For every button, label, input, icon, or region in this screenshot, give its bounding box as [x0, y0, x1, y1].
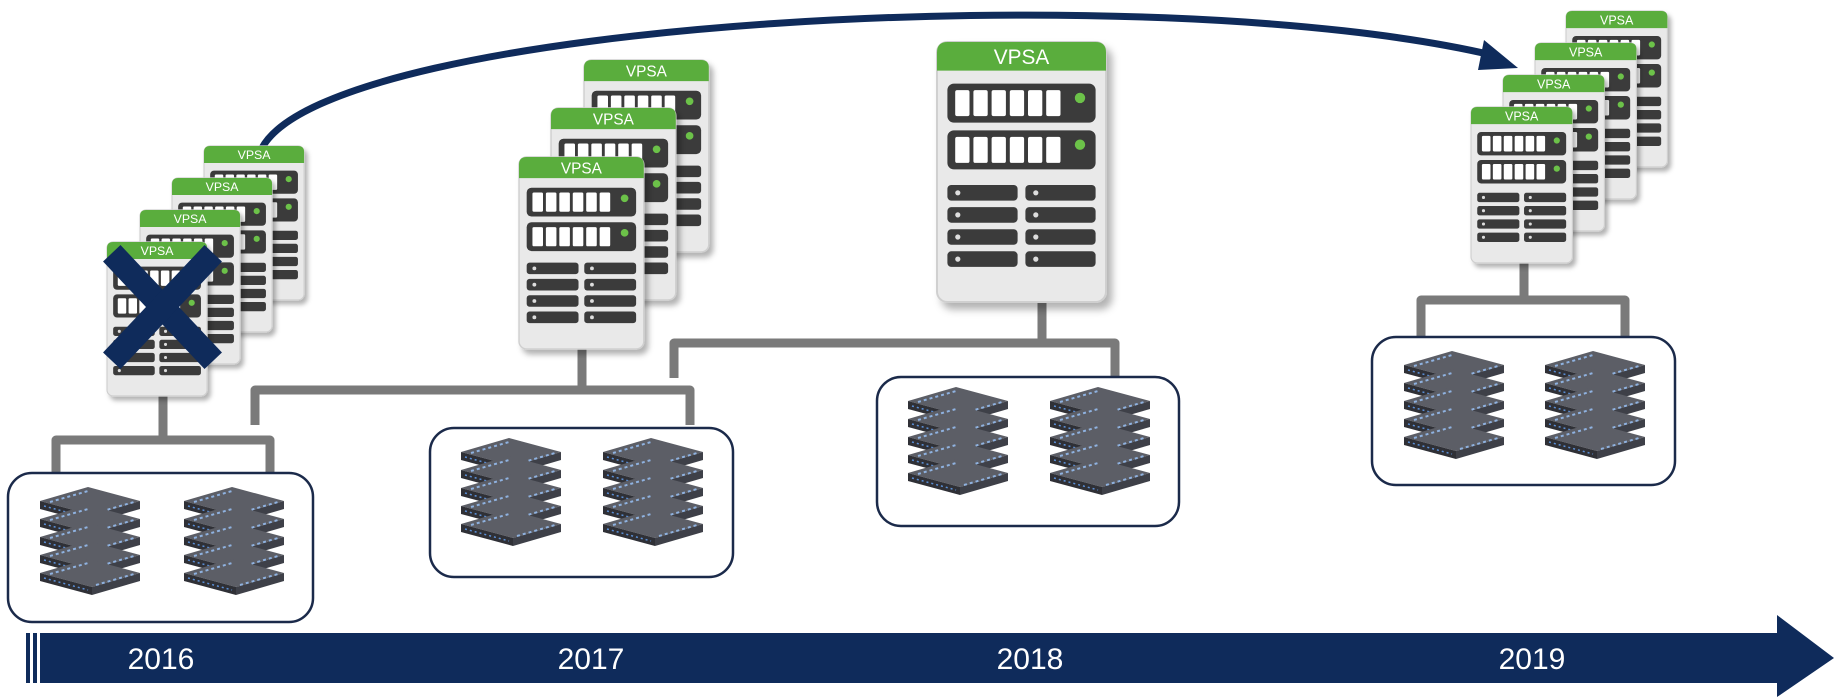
year-label-2019: 2019	[1499, 643, 1566, 676]
server-stack-icon	[184, 487, 284, 595]
timeline-arrow: 2016 2017 2018 2019	[26, 615, 1834, 697]
server-group-2019	[1370, 335, 1677, 487]
vpsa-label: VPSA	[626, 63, 668, 80]
server-stack-icon	[1404, 351, 1504, 459]
vpsa-label: VPSA	[593, 111, 635, 128]
server-stack-icon	[1050, 387, 1150, 495]
bracket-2016	[51, 395, 275, 474]
vpsa-node: VPSA	[518, 156, 645, 350]
server-stack-icon	[603, 438, 703, 546]
bracket-2017	[250, 345, 695, 425]
vpsa-label: VPSA	[561, 160, 603, 177]
server-group-2017	[428, 426, 735, 579]
vpsa-label: VPSA	[1600, 13, 1634, 27]
server-stack-icon	[1545, 351, 1645, 459]
server-group-2016	[6, 471, 315, 624]
vpsa-label: VPSA	[174, 212, 208, 226]
vpsa-node: VPSA	[1470, 106, 1573, 264]
server-stack-icon	[40, 487, 140, 595]
vpsa-nodes: VPSA VPSA VPSA VPSA VPSA VPSA VPSA VPSA VPSA VPSA…	[106, 10, 1668, 397]
vpsa-label: VPSA	[1505, 109, 1539, 123]
year-label-2016: 2016	[128, 643, 195, 676]
vpsa-label: VPSA	[1537, 77, 1571, 91]
vpsa-label: VPSA	[206, 180, 240, 194]
vpsa-label: VPSA	[238, 148, 272, 162]
year-label-2017: 2017	[558, 643, 625, 676]
migration-arrow	[258, 11, 1518, 150]
failed-node-x-icon	[103, 245, 222, 369]
server-stack-icon	[908, 387, 1008, 495]
year-label-2018: 2018	[997, 643, 1064, 676]
vpsa-label: VPSA	[1569, 45, 1603, 59]
vpsa-label: VPSA	[141, 244, 175, 258]
bracket-2018	[669, 300, 1120, 378]
vpsa-node: VPSA	[936, 41, 1107, 303]
server-stack-icon	[461, 438, 561, 546]
bracket-2019	[1416, 260, 1630, 336]
brackets	[51, 260, 1630, 474]
server-group-2018	[875, 375, 1181, 528]
vpsa-label: VPSA	[994, 46, 1050, 69]
